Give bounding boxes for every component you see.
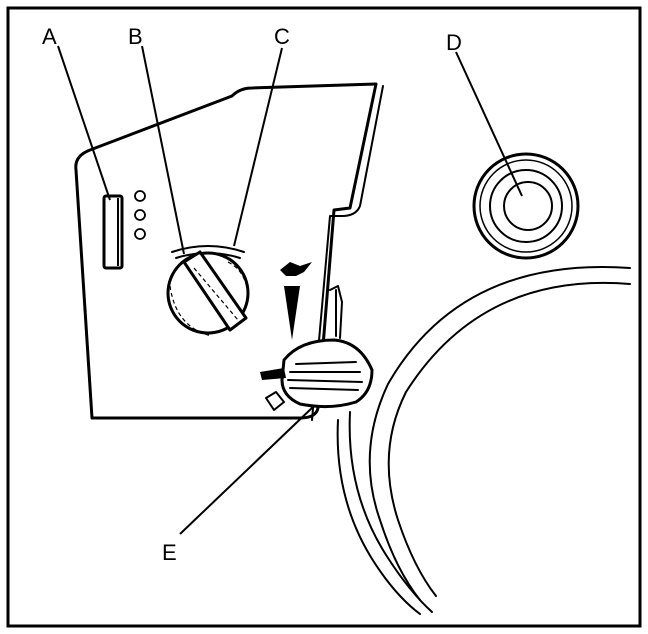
callout-label-c: C <box>274 24 290 49</box>
part-a-switch <box>102 194 124 270</box>
platter-arc-inner <box>387 282 631 597</box>
knob-hidden-outline-2 <box>227 261 249 301</box>
base-curve-outer <box>336 419 421 615</box>
callout-label-d: D <box>446 30 462 55</box>
lever-grip-line <box>287 379 363 383</box>
panel-edge <box>311 85 384 421</box>
base-curve-inner <box>348 411 433 613</box>
knob-rim-arc-inner <box>175 252 241 259</box>
knob-grip-dash <box>193 267 239 321</box>
platter <box>336 266 631 615</box>
lever-rod <box>329 285 343 339</box>
lever-grip-line <box>295 361 357 365</box>
leader-line-e <box>179 405 315 535</box>
indicator-light <box>134 190 146 202</box>
indicator-light <box>134 228 146 240</box>
wedge-mark-icon <box>284 286 300 340</box>
knob-rim-arc <box>171 245 245 253</box>
knob-hidden-outline <box>169 285 213 337</box>
callout-label-b: B <box>128 24 143 49</box>
button-middle-ring <box>489 169 563 243</box>
lever-handle <box>280 338 374 409</box>
platter-arc-outer <box>368 266 631 601</box>
callout-label-e: E <box>162 540 177 565</box>
indicator-lights <box>134 190 146 240</box>
frame-border <box>6 6 642 628</box>
leader-line-c <box>233 47 283 247</box>
indicator-light <box>134 209 146 221</box>
direction-marks <box>280 262 312 340</box>
small-mark-icon <box>280 262 312 276</box>
callout-label-a: A <box>42 24 57 49</box>
part-b-knob <box>166 245 250 337</box>
button-cap <box>503 181 553 231</box>
lever-pointer-mark <box>260 368 286 380</box>
leader-line-d <box>455 51 523 197</box>
lever-grip-line <box>289 387 359 391</box>
leader-line-a <box>57 45 111 201</box>
leader-line-b <box>141 45 185 255</box>
part-d-button <box>472 152 580 260</box>
control-panel <box>74 82 384 421</box>
part-e-lever <box>260 285 374 411</box>
leader-lines <box>57 45 523 535</box>
lever-catch <box>265 391 285 411</box>
switch-slot <box>102 194 124 270</box>
button-outer-ring-inner <box>479 159 573 253</box>
